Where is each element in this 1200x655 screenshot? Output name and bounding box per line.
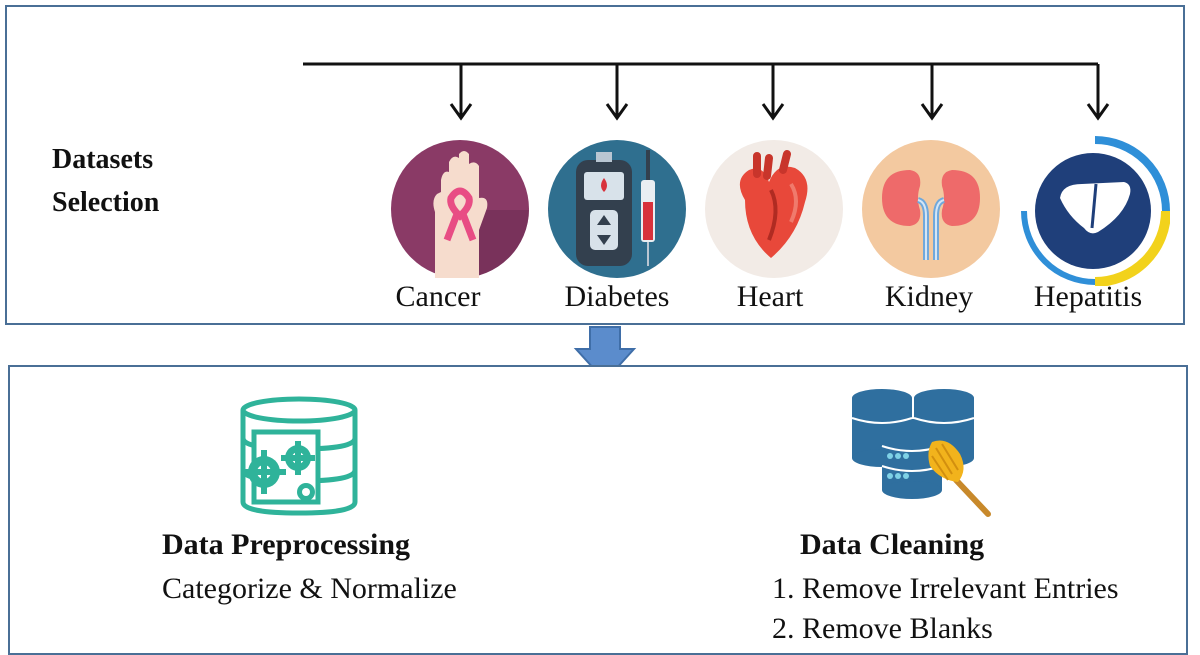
branch-head-diabetes — [605, 103, 629, 121]
dataset-label-diabetes: Diabetes — [564, 280, 670, 313]
glucose-meter-syringe-icon — [548, 140, 686, 278]
branch-head-hepatitis — [1086, 103, 1110, 121]
dataset-label-heart: Heart — [736, 280, 804, 313]
dataset-label-hepatitis: Hepatitis — [1033, 280, 1143, 313]
heading-line-1: Datasets — [52, 144, 154, 175]
dataset-label-cancer: Cancer — [395, 280, 481, 313]
kidneys-icon — [862, 140, 1000, 278]
dataset-label-kidney: Kidney — [884, 280, 974, 313]
branch-head-kidney — [920, 103, 944, 121]
cleaning-item-1: 1. Remove Irrelevant Entries — [772, 572, 1119, 605]
cleaning-title: Data Cleaning — [800, 528, 985, 561]
heading-line-2: Selection — [52, 187, 160, 218]
processing-panel — [8, 365, 1188, 655]
heart-organ-icon — [705, 140, 843, 278]
cancer-ribbon-hand-icon — [391, 140, 529, 278]
dataset-branch-tree — [303, 62, 1110, 121]
branch-head-heart — [761, 103, 785, 121]
liver-icon — [1021, 136, 1170, 286]
cleaning-item-2: 2. Remove Blanks — [772, 612, 993, 645]
preprocessing-title: Data Preprocessing — [162, 528, 411, 561]
database-gears-icon — [240, 396, 358, 516]
preprocessing-description: Categorize & Normalize — [162, 572, 457, 605]
datasets-selection-heading: Datasets Selection — [52, 138, 159, 224]
branch-head-cancer — [449, 103, 473, 121]
database-broom-icon — [851, 389, 991, 517]
